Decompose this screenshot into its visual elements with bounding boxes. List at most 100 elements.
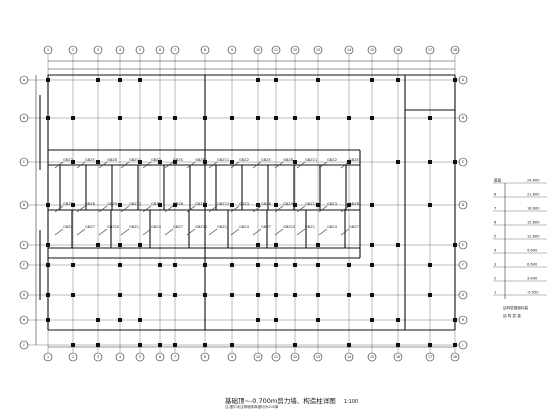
tag-leader xyxy=(76,228,86,236)
elevation-value: -0.050 xyxy=(527,291,539,295)
column-mark xyxy=(347,203,351,207)
grid-bubble-bottom xyxy=(170,352,180,362)
grid-bubble-label: 11 xyxy=(274,48,278,52)
wall-tag: GBZ2 xyxy=(327,158,337,162)
grid-bubble-label: B xyxy=(462,116,464,120)
wall-tag: GBZ5 xyxy=(85,158,95,162)
grid-bubble-label: J xyxy=(23,343,25,347)
column-mark xyxy=(46,243,50,247)
grid-bubble-label: 8 xyxy=(204,355,206,359)
grid-bubble-bottom xyxy=(253,352,263,362)
elevation-floor: 6 xyxy=(494,221,497,225)
column-mark xyxy=(293,116,297,120)
grid-bubble-right xyxy=(458,340,468,350)
wall-tag: GBZ5 xyxy=(261,158,271,162)
wall-tag: GBZ3 xyxy=(63,202,73,206)
grid-bubble-top xyxy=(200,45,210,55)
column-mark xyxy=(230,343,234,347)
column-mark xyxy=(347,343,351,347)
elevation-value: 12.600 xyxy=(527,235,540,239)
elevation-value: 15.600 xyxy=(527,221,540,225)
wall-tag: GBZ6 xyxy=(85,202,96,206)
grid-bubble-left xyxy=(19,315,29,325)
wall-tag: GBZ10 xyxy=(107,225,120,229)
grid-bubble-label: 9 xyxy=(231,48,233,52)
column-mark xyxy=(71,160,75,164)
column-mark xyxy=(173,343,177,347)
grid-bubble-label: 6 xyxy=(159,48,161,52)
grid-bubble-bottom xyxy=(344,352,354,362)
column-mark xyxy=(396,318,400,322)
grid-bubble-label: 5 xyxy=(139,355,141,359)
wall-tag: GBZ12 xyxy=(217,202,229,206)
grid-bubble-top xyxy=(313,45,323,55)
grid-bubble-label: 12 xyxy=(293,355,297,359)
column-mark xyxy=(428,203,432,207)
wall-tag: GBZ9 xyxy=(195,202,206,206)
column-mark xyxy=(46,293,50,297)
tag-leader xyxy=(252,205,262,213)
column-mark xyxy=(158,293,162,297)
column-mark xyxy=(347,293,351,297)
tag-leader xyxy=(98,228,108,236)
elevation-floor: 5 xyxy=(494,235,496,239)
tag-leader xyxy=(318,161,328,169)
grid-bubble-label: F xyxy=(462,263,464,267)
column-mark xyxy=(256,243,260,247)
column-mark xyxy=(274,318,278,322)
tag-leader xyxy=(164,161,174,169)
tag-leader xyxy=(98,205,108,213)
wall-tag: GBZ6 xyxy=(349,202,360,206)
grid-bubble-label: 12 xyxy=(293,48,297,52)
column-mark xyxy=(453,160,457,164)
column-mark xyxy=(118,263,122,267)
grid-bubble-label: A xyxy=(23,78,26,82)
grid-bubble-left xyxy=(19,113,29,123)
column-mark xyxy=(71,203,75,207)
column-mark xyxy=(293,203,297,207)
grid-bubble-bottom xyxy=(155,352,165,362)
grid-bubble-top xyxy=(344,45,354,55)
wall-tag: GBZ8 xyxy=(283,158,294,162)
grid-bubble-label: F xyxy=(23,263,25,267)
tag-leader xyxy=(186,205,196,213)
grid-bubble-top xyxy=(253,45,263,55)
elevation-floor: 7 xyxy=(494,207,496,211)
grid-bubble-left xyxy=(19,260,29,270)
wall-tag: GBZ9 xyxy=(107,202,118,206)
grid-bubble-top xyxy=(93,45,103,55)
tag-leader xyxy=(340,228,350,236)
elevation-value: 9.600 xyxy=(527,249,538,253)
grid-bubble-label: 10 xyxy=(256,355,260,359)
grid-bubble-label: 14 xyxy=(347,355,351,359)
grid-bubble-left xyxy=(19,290,29,300)
grid-bubble-label: 4 xyxy=(119,355,121,359)
wall-tag: GBZ3 xyxy=(151,202,161,206)
grid-bubble-label: 15 xyxy=(370,48,374,52)
column-mark xyxy=(347,263,351,267)
tag-leader xyxy=(54,161,64,169)
column-mark xyxy=(256,203,260,207)
elevation-floor: 1 xyxy=(494,291,496,295)
column-mark xyxy=(316,243,320,247)
grid-bubble-label: 7 xyxy=(174,355,176,359)
tag-leader xyxy=(252,228,262,236)
column-mark xyxy=(370,203,374,207)
column-mark xyxy=(118,318,122,322)
grid-bubble-label: 9 xyxy=(231,355,233,359)
tag-leader xyxy=(230,205,240,213)
grid-bubble-label: 4 xyxy=(119,48,121,52)
grid-bubble-right xyxy=(458,75,468,85)
wall-tag: GBZ11 xyxy=(129,158,141,162)
column-mark xyxy=(138,343,142,347)
grid-bubble-label: 14 xyxy=(347,48,351,52)
column-mark xyxy=(316,263,320,267)
column-mark xyxy=(274,203,278,207)
grid-bubble-label: C xyxy=(23,160,26,164)
elevation-floor: 4 xyxy=(494,249,497,253)
wall-tag: GBZ11 xyxy=(305,158,317,162)
grid-bubble-label: 17 xyxy=(428,355,432,359)
grid-bubble-left xyxy=(19,75,29,85)
column-mark xyxy=(203,116,207,120)
column-mark xyxy=(293,293,297,297)
